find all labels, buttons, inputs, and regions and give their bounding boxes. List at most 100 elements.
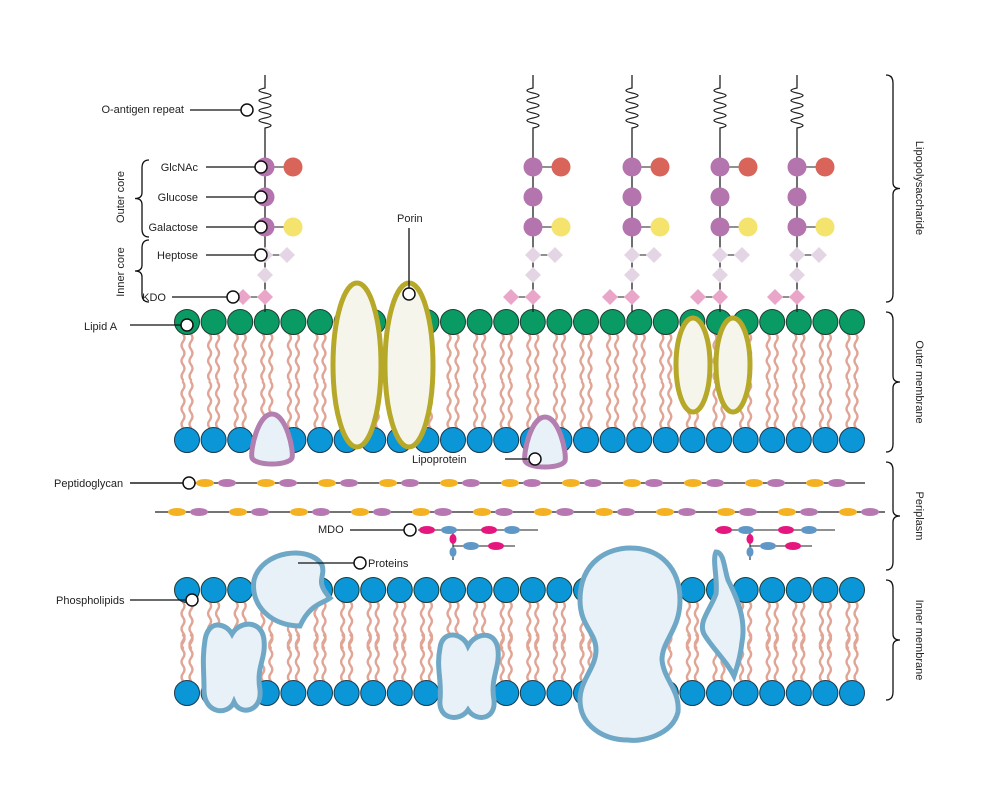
lipid-tail (206, 332, 213, 382)
phospholipid-head (679, 680, 706, 706)
protein (251, 550, 334, 629)
brace (885, 311, 901, 453)
brace (134, 159, 150, 238)
lipid-head (812, 577, 839, 603)
lipid-tail (526, 332, 532, 382)
lipid-head (307, 309, 333, 335)
pg-unit-purple (312, 508, 330, 516)
lipid-tail (552, 332, 559, 382)
lipid-tail (534, 633, 540, 683)
pg-unit-orange (440, 479, 458, 487)
lipoprotein (249, 411, 295, 467)
pg-unit-purple (828, 479, 846, 487)
lipid-tail (800, 633, 806, 683)
lipid-tail (180, 380, 186, 430)
lipid-head (573, 309, 599, 335)
pg-unit-purple (373, 508, 391, 516)
lipid-tail (579, 633, 585, 683)
galactose-branch (283, 217, 303, 237)
heptose-diamond (279, 247, 295, 263)
phospholipid-head (599, 427, 626, 453)
pg-unit-purple (401, 479, 419, 487)
lipid-tail (587, 380, 593, 430)
lipid-tail (613, 332, 620, 382)
callout-marker (403, 523, 417, 537)
brace (885, 461, 901, 571)
lipid-tail (712, 380, 718, 430)
phospholipid-head (386, 680, 413, 706)
core-sugar (523, 217, 543, 237)
lipid-tail (640, 380, 646, 430)
lipid-tail (374, 633, 380, 683)
lipid-head (466, 309, 493, 335)
pg-unit-purple (434, 508, 452, 516)
lipid-tail (826, 633, 833, 683)
lipid-tail (659, 332, 665, 382)
lipid-tail (446, 380, 452, 430)
pg-unit-purple (190, 508, 208, 516)
lipid-tail (286, 332, 293, 382)
label-porin: Porin (397, 213, 423, 225)
pg-unit-orange (684, 479, 702, 487)
phospholipid-head (839, 427, 865, 453)
glcnac-branch (815, 157, 835, 177)
label-lipoprotein: Lipoprotein (412, 454, 466, 466)
kdo-diamond (602, 289, 618, 305)
phospholipid-head (812, 680, 839, 706)
label-proteins: Proteins (368, 558, 409, 570)
lipid-tail (693, 633, 700, 683)
lipid-tail (427, 633, 434, 683)
mdo-unit (746, 534, 754, 544)
lipid-tail (765, 633, 771, 683)
lipid-tail (294, 332, 301, 382)
core-sugar (523, 157, 543, 177)
lipid-tail (818, 332, 825, 382)
kdo-diamond (767, 289, 783, 305)
lipid-head (679, 577, 706, 603)
lipid-tail (499, 332, 505, 382)
protein (436, 632, 501, 720)
mdo-unit (785, 542, 801, 550)
pg-unit-orange (839, 508, 857, 516)
lipid-tail (746, 633, 753, 683)
galactose-branch (650, 217, 670, 237)
lipid-tail (507, 332, 513, 382)
lipid-tail (480, 380, 487, 430)
lipid-tail (560, 633, 567, 683)
peptidoglycan-layer (130, 479, 885, 516)
region-inner-membrane: Inner membrane (913, 600, 925, 681)
lipid-tail (294, 633, 301, 683)
pg-unit-purple (556, 508, 574, 516)
lipid-tail (765, 380, 771, 430)
pg-unit-orange (656, 508, 674, 516)
mdo-unit (778, 526, 794, 534)
lipid-head (333, 577, 360, 603)
pg-unit-purple (678, 508, 696, 516)
lipid-tail (499, 380, 505, 430)
pg-unit-purple (495, 508, 513, 516)
pg-unit-orange (412, 508, 430, 516)
lipid-tail (472, 380, 479, 430)
lipid-head (519, 309, 546, 335)
lipid-tail (233, 380, 239, 430)
callout-marker (353, 556, 367, 570)
lipid-tail (393, 633, 399, 683)
brace (885, 579, 901, 701)
mdo-unit (488, 542, 504, 550)
lipid-head (227, 309, 254, 335)
callout-marker (240, 103, 254, 117)
heptose-diamond (646, 247, 662, 263)
pg-unit-purple (340, 479, 358, 487)
lipid-tail (685, 633, 692, 683)
lipid-head (785, 309, 812, 335)
heptose-diamond (734, 247, 750, 263)
heptose-diamond (811, 247, 827, 263)
lps-chains (235, 75, 835, 312)
mdo-unit (463, 542, 479, 550)
lipid-tail (268, 633, 274, 683)
lipid-tail (454, 332, 460, 382)
pg-unit-orange (501, 479, 519, 487)
pg-unit-purple (645, 479, 663, 487)
lipid-head (839, 577, 865, 603)
